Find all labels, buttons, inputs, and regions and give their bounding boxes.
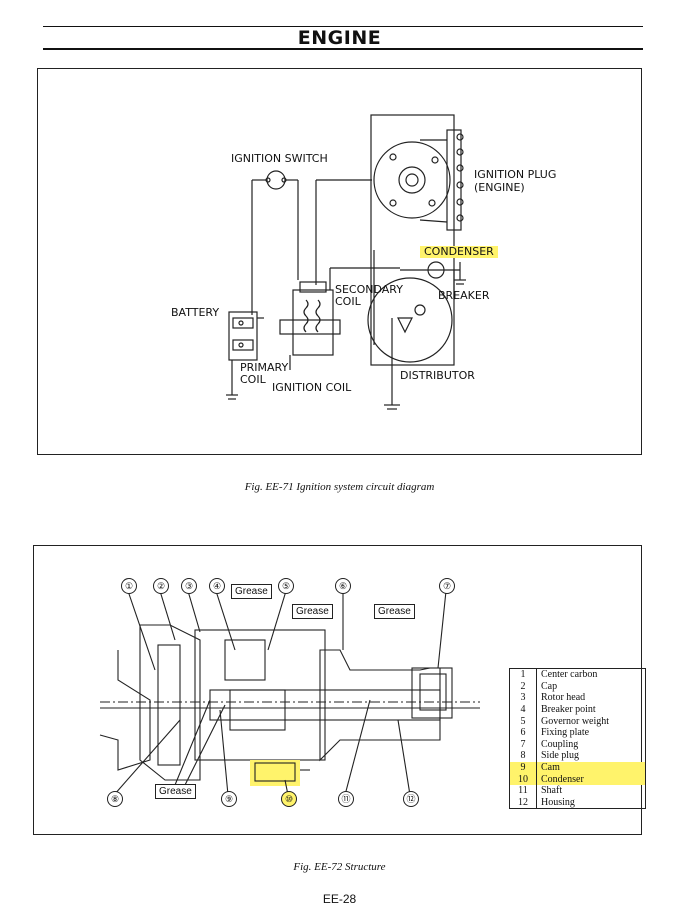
circuit-diagram-panel (37, 68, 642, 455)
legend-part-name: Housing (541, 796, 575, 808)
legend-number: 6 (509, 726, 537, 739)
legend-row: 3 Rotor head (509, 692, 646, 704)
grease-tag-middle: Grease (292, 604, 333, 619)
grease-tag-top: Grease (231, 584, 272, 599)
legend-row: 11 Shaft (509, 784, 646, 797)
legend-number: 12 (509, 796, 537, 809)
legend-number: 10 (509, 773, 537, 785)
distributor-label: DISTRIBUTOR (400, 369, 475, 382)
battery-label: BATTERY (171, 306, 220, 319)
legend-row: 12 Housing (509, 796, 646, 809)
legend-row: 8 Side plug (509, 750, 646, 762)
legend-number: 11 (509, 784, 537, 797)
legend-row: 4 Breaker point (509, 703, 646, 716)
primary-coil-label-line2: COIL (240, 373, 266, 386)
header-rule-bottom (43, 48, 643, 50)
legend-part-name: Center carbon (541, 669, 598, 681)
ignition-plug-label-line2: (ENGINE) (474, 181, 525, 194)
legend-part-name: Fixing plate (541, 727, 590, 739)
legend-number: 9 (509, 761, 537, 774)
page-title: ENGINE (297, 27, 382, 49)
legend-row: 1 Center carbon (509, 668, 646, 681)
legend-number: 2 (509, 680, 537, 693)
ignition-coil-label: IGNITION COIL (272, 381, 352, 394)
legend-part-name: Condenser (536, 773, 646, 785)
callout-2: ② (153, 578, 169, 594)
legend-row: 5 Governor weight (509, 715, 646, 727)
legend-number: 7 (509, 738, 537, 751)
secondary-coil-label-line2: COIL (335, 295, 361, 308)
page-number: EE-28 (322, 892, 357, 906)
callout-5: ⑤ (278, 578, 294, 594)
grease-tag-right: Grease (374, 604, 415, 619)
callout-12: ⑫ (403, 791, 419, 807)
legend-number: 1 (509, 668, 537, 681)
legend-row: 7 Coupling (509, 738, 646, 751)
ignition-plug-label-line1: IGNITION PLUG (474, 168, 557, 181)
ignition-switch-label: IGNITION SWITCH (231, 152, 328, 165)
callout-3: ③ (181, 578, 197, 594)
legend-number: 3 (509, 692, 537, 704)
header-rule-top (43, 26, 643, 27)
breaker-label: BREAKER (438, 289, 490, 302)
callout-9: ⑨ (221, 791, 237, 807)
figure-caption-ee71: Fig. EE-71 Ignition system circuit diagr… (244, 481, 435, 493)
condenser-label: CONDENSER (420, 246, 498, 258)
circuit-diagram-drawing (226, 114, 466, 410)
legend-part-name: Rotor head (541, 692, 586, 704)
primary-coil-label-line1: PRIMARY (240, 361, 289, 374)
callout-1: ① (121, 578, 137, 594)
callout-6: ⑥ (335, 578, 351, 594)
legend-part-name: Cap (541, 680, 558, 692)
legend-part-name: Shaft (541, 785, 563, 797)
legend-number: 8 (509, 750, 537, 762)
legend-row: 2 Cap (509, 680, 646, 693)
legend-part-name: Side plug (541, 750, 580, 762)
legend-number: 4 (509, 703, 537, 716)
callout-4: ④ (209, 578, 225, 594)
callout-7: ⑦ (439, 578, 455, 594)
callout-10: ⑩ (281, 791, 297, 807)
legend-number: 5 (509, 715, 537, 727)
parts-legend-table: 1 Center carbon 2 Cap 3 Rotor head 4 Breaker po… (509, 668, 646, 810)
grease-tag-bottom: Grease (155, 784, 196, 799)
legend-part-name: Coupling (541, 738, 579, 750)
figure-caption-ee72: Fig. EE-72 Structure (293, 861, 386, 873)
legend-part-name: Cam (536, 761, 646, 774)
legend-part-name: Governor weight (541, 715, 610, 727)
secondary-coil-label-line1: SECONDARY (335, 283, 403, 296)
callout-8: ⑧ (107, 791, 123, 807)
legend-row: 6 Fixing plate (509, 726, 646, 739)
legend-part-name: Breaker point (541, 704, 596, 716)
callout-11: ⑪ (338, 791, 354, 807)
